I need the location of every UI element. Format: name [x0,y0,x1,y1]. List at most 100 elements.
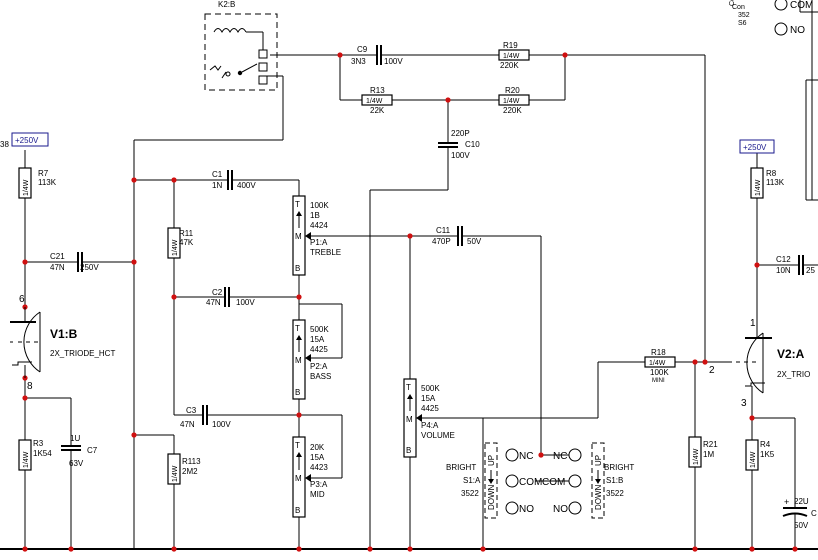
p4-ref: P4:A [421,421,439,430]
p2-value: 500K [310,325,329,334]
p2-taper: 15A [310,335,325,344]
svg-text:T: T [295,441,300,450]
v1-pin-cathode: 8 [27,381,33,392]
c7-ref: C7 [87,446,98,455]
c11-voltage: 50V [467,237,482,246]
c21-value: 47N [50,263,65,272]
v2-pin-cathode: 3 [741,398,747,409]
svg-text:M: M [406,415,413,424]
c11-ref: C11 [436,226,451,235]
s1b-com: COM [542,477,565,488]
r3-ref: R3 [33,439,44,448]
resistor-r8: 1/4W R8 113K [750,167,785,199]
p4-taper: 15A [421,394,436,403]
svg-text:1/4W: 1/4W [503,53,520,60]
resistor-r4: 1/4W R4 1K5 [745,439,775,471]
capacitor-c12: C12 10N 25 [776,255,815,275]
svg-text:1/4W: 1/4W [172,465,179,482]
resistor-r18: 1/4W R18 100K MINI [644,348,676,384]
cout-value: 22U [794,497,809,506]
s1b-label: BRIGHT [604,463,634,472]
p3-ref: P3:A [310,480,328,489]
svg-text:1/4W: 1/4W [23,451,30,468]
r3-value: 1K54 [33,449,52,458]
c10-ref: C10 [465,140,480,149]
svg-text:C: C [811,509,817,518]
p1-value: 100K [310,201,329,210]
c12-ref: C12 [776,255,791,264]
c12-value: 10N [776,266,791,275]
partial-text-s6: S6 [738,20,747,27]
svg-text:1/4W: 1/4W [172,239,179,256]
partial-label-top-right: Con [729,0,736,6]
resistor-r3: 1/4W R3 1K54 [18,439,52,471]
p2-ref: P2:A [310,362,328,371]
s1a-com: COM [519,477,542,488]
p3-value: 20K [310,443,325,452]
partial-text-con: Con [732,4,745,11]
s1b-code: 3522 [606,489,624,498]
c12-voltage: 25 [806,266,815,275]
svg-text:M: M [295,474,302,483]
r11-ref: R11 [179,229,194,238]
svg-text:M: M [295,232,302,241]
svg-text:1/4W: 1/4W [366,98,383,105]
v2-pin-grid: 2 [709,365,715,376]
svg-text:UP: UP [594,455,603,466]
capacitor-c10: 220P C10 100V [438,129,480,160]
svg-text:1/4W: 1/4W [750,451,757,468]
c1-value: 1N [212,181,222,190]
switch-s1b: UP DOWN NC COM NO BRIGHT S1:B 3522 [542,442,634,519]
relay-k2b: K2:B [204,0,278,91]
svg-text:M: M [295,356,302,365]
svg-text:B: B [295,506,300,515]
svg-text:T: T [295,200,300,209]
p2-code: 4425 [310,345,328,354]
supply-right: +250V [739,139,775,154]
r11-value: 47K [179,238,194,247]
c1-ref: C1 [212,170,223,179]
c9-value: 3N3 [351,57,366,66]
resistor-r7: 1/4W R7 113K [18,167,57,199]
p4-code: 4425 [421,404,439,413]
svg-text:B: B [406,446,411,455]
resistor-r19: 1/4W R19 220K [498,41,530,70]
pot-p4-volume: T M B 500K 15A 4425 P4:A VOLUME [403,378,455,458]
svg-text:B: B [295,264,300,273]
r18-ref: R18 [651,348,666,357]
capacitor-c21: C21 47N 250V [50,252,99,272]
relay-ref: K2:B [218,0,235,9]
tube-v2a: 1 2 3 V2:A 2X_TRIO [709,318,810,409]
r19-value: 220K [500,61,519,70]
c7-voltage: 63V [69,459,84,468]
top-switch-com-label: COM [790,0,813,11]
s1a-code: 3522 [461,489,479,498]
supply-left: +250V [11,132,49,147]
c2-voltage: 100V [236,298,255,307]
r7-value: 113K [38,178,57,187]
v2-pin-plate: 1 [750,318,756,329]
c9-ref: C9 [357,45,368,54]
capacitor-c3: C3 47N 100V [180,405,231,429]
r19-ref: R19 [503,41,518,50]
v1-ref: V1:B [50,327,78,341]
v2-type: 2X_TRIO [777,370,810,379]
c21-voltage: 250V [80,263,99,272]
capacitor-c11: C11 470P 50V [432,226,482,246]
r113-ref: R113 [182,457,201,466]
svg-text:1/4W: 1/4W [23,179,30,196]
tube-v1b: 6 8 V1:B 2X_TRIODE_HCT [10,294,115,392]
svg-text:+250V: +250V [743,143,767,152]
svg-text:DOWN: DOWN [594,484,603,510]
p3-name: MID [310,490,325,499]
c3-value: 47N [180,420,195,429]
c10-voltage: 100V [451,151,470,160]
svg-text:UP: UP [487,455,496,466]
s1a-label: BRIGHT [446,463,476,472]
p1-name: TREBLE [310,248,341,257]
c9-voltage: 100V [384,57,403,66]
s1b-nc: NC [553,451,567,462]
junction-dots [22,52,798,552]
